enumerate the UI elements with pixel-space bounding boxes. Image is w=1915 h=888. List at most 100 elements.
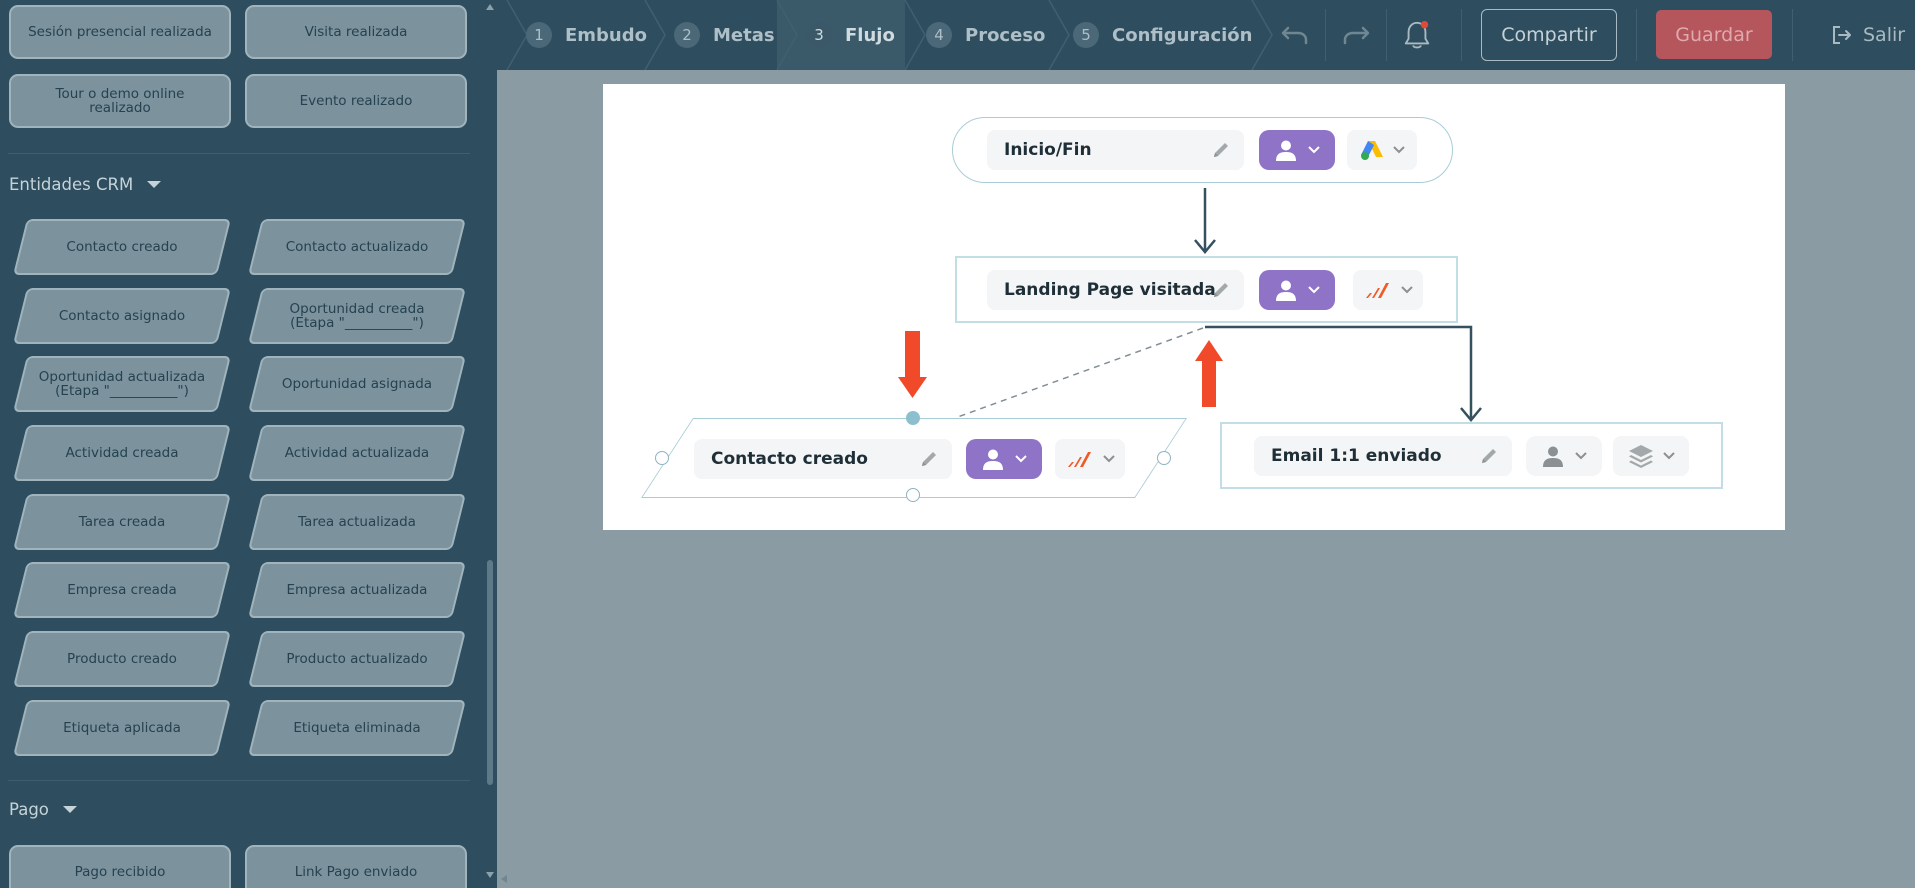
role-selector[interactable]: [966, 439, 1042, 479]
sidebar-item-link-pago[interactable]: Link Pago enviado: [245, 845, 467, 888]
sidebar-item-tarea-actualizada[interactable]: Tarea actualizada: [246, 494, 468, 550]
connection-handle-left[interactable]: [655, 451, 669, 465]
connection-handle-top[interactable]: [906, 411, 920, 425]
item-label: Oportunidad asignada: [281, 376, 433, 392]
scrollbar-thumb[interactable]: [487, 560, 493, 785]
source-selector[interactable]: [1613, 436, 1689, 476]
item-label: Actividad creada: [65, 445, 179, 461]
divider: [1792, 9, 1793, 61]
exit-label: Salir: [1863, 24, 1906, 46]
sidebar-item-tarea-creada[interactable]: Tarea creada: [11, 494, 233, 550]
role-selector[interactable]: [1259, 130, 1335, 170]
source-selector[interactable]: [1055, 439, 1125, 479]
step-proceso[interactable]: 4 Proceso: [926, 0, 1045, 70]
chevron-down-icon: [1308, 146, 1320, 154]
sidebar-item-visita-realizada[interactable]: Visita realizada: [245, 5, 467, 59]
sidebar-item-etiqueta-aplicada[interactable]: Etiqueta aplicada: [11, 700, 233, 756]
pencil-icon[interactable]: [1478, 445, 1500, 467]
step-label: Embudo: [565, 24, 648, 46]
exit-button[interactable]: Salir: [1831, 9, 1905, 61]
sidebar-item-pago-recibido[interactable]: Pago recibido: [9, 845, 231, 888]
pencil-icon[interactable]: [1210, 279, 1232, 301]
node-label[interactable]: Landing Page visitada: [987, 270, 1244, 310]
top-bar: 1 Embudo 2 Metas 3 Flujo 4 Proceso 5 Con…: [497, 0, 1915, 70]
sidebar-item-oportunidad-asignada[interactable]: Oportunidad asignada: [246, 356, 468, 412]
sidebar-item-oportunidad-actualizada[interactable]: Oportunidad actualizada (Etapa "________…: [11, 356, 233, 412]
item-label: Oportunidad creada (Etapa "__________"): [289, 301, 425, 331]
section-title: Entidades CRM: [9, 175, 134, 194]
item-label: Actividad actualizada: [284, 445, 430, 461]
analytics-bars-icon: [1366, 283, 1389, 298]
sidebar-item-contacto-creado[interactable]: Contacto creado: [11, 219, 233, 275]
step-number: 3: [806, 22, 832, 48]
sidebar-item-evento-realizado[interactable]: Evento realizado: [245, 74, 467, 128]
undo-icon[interactable]: [1280, 20, 1310, 50]
chevron-down-icon: [1015, 455, 1027, 463]
node-label[interactable]: Inicio/Fin: [987, 130, 1244, 170]
chevron-down-icon: [1575, 452, 1587, 460]
redo-icon[interactable]: [1341, 20, 1371, 50]
node-title: Contacto creado: [711, 449, 868, 469]
divider: [1461, 9, 1462, 61]
sidebar-scrollbar[interactable]: [486, 0, 497, 888]
node-title: Landing Page visitada: [1004, 280, 1216, 300]
divider: [8, 780, 470, 781]
sidebar-item-empresa-creada[interactable]: Empresa creada: [11, 562, 233, 618]
layers-icon: [1629, 445, 1653, 468]
sidebar-item-actividad-creada[interactable]: Actividad creada: [11, 425, 233, 481]
step-embudo[interactable]: 1 Embudo: [526, 0, 647, 70]
step-flujo[interactable]: 3 Flujo: [806, 0, 895, 70]
sidebar-item-producto-creado[interactable]: Producto creado: [11, 631, 233, 687]
node-label[interactable]: Email 1:1 enviado: [1254, 436, 1512, 476]
person-icon: [1276, 140, 1296, 161]
role-selector[interactable]: [1526, 436, 1602, 476]
step-configuracion[interactable]: 5 Configuración: [1073, 0, 1252, 70]
sidebar-item-etiqueta-eliminada[interactable]: Etiqueta eliminada: [246, 700, 468, 756]
step-label: Proceso: [965, 24, 1046, 46]
pencil-icon[interactable]: [1210, 139, 1232, 161]
section-entidades-crm[interactable]: Entidades CRM: [9, 175, 162, 194]
analytics-bars-icon: [1068, 452, 1091, 467]
bell-icon[interactable]: [1402, 20, 1432, 50]
connection-handle-right[interactable]: [1157, 451, 1171, 465]
step-number: 1: [526, 22, 552, 48]
connection-handle-bottom[interactable]: [906, 488, 920, 502]
node-label[interactable]: Contacto creado: [694, 439, 952, 479]
sidebar-item-tour-demo[interactable]: Tour o demo online realizado: [9, 74, 231, 128]
person-icon: [983, 449, 1003, 470]
chevron-down-icon: [1401, 286, 1413, 294]
divider: [1325, 9, 1326, 61]
sidebar-item-sesion-presencial[interactable]: Sesión presencial realizada: [9, 5, 231, 59]
stepper-chevrons: [506, 0, 1273, 70]
pencil-icon[interactable]: [918, 448, 940, 470]
role-selector[interactable]: [1259, 270, 1335, 310]
node-title: Email 1:1 enviado: [1271, 446, 1442, 466]
chevron-down-icon: [1663, 452, 1675, 460]
sidebar-item-oportunidad-creada[interactable]: Oportunidad creada (Etapa "__________"): [246, 288, 468, 344]
scroll-up-icon[interactable]: [486, 4, 494, 10]
source-selector[interactable]: [1353, 270, 1423, 310]
chevron-down-icon: [1393, 146, 1405, 154]
item-label: Oportunidad actualizada (Etapa "________…: [38, 369, 206, 399]
caret-down-icon: [147, 181, 162, 188]
node-title: Inicio/Fin: [1004, 140, 1092, 160]
section-pago[interactable]: Pago: [9, 800, 77, 819]
section-title: Pago: [9, 800, 49, 819]
share-button[interactable]: Compartir: [1481, 9, 1617, 61]
sidebar-item-contacto-asignado[interactable]: Contacto asignado: [11, 288, 233, 344]
scroll-down-icon[interactable]: [486, 872, 494, 878]
save-button[interactable]: Guardar: [1656, 10, 1772, 59]
sidebar-item-empresa-actualizada[interactable]: Empresa actualizada: [246, 562, 468, 618]
divider: [1636, 9, 1637, 61]
item-label: Empresa creada: [67, 582, 177, 598]
item-label: Tarea actualizada: [298, 514, 416, 530]
item-label: Contacto creado: [66, 239, 178, 255]
exit-icon: [1833, 26, 1851, 44]
scroll-left-icon[interactable]: [501, 875, 507, 883]
step-metas[interactable]: 2 Metas: [674, 0, 775, 70]
source-selector[interactable]: [1347, 130, 1417, 170]
google-ads-icon: [1361, 141, 1383, 160]
sidebar-item-producto-actualizado[interactable]: Producto actualizado: [246, 631, 468, 687]
sidebar-item-contacto-actualizado[interactable]: Contacto actualizado: [246, 219, 468, 275]
sidebar-item-actividad-actualizada[interactable]: Actividad actualizada: [246, 425, 468, 481]
